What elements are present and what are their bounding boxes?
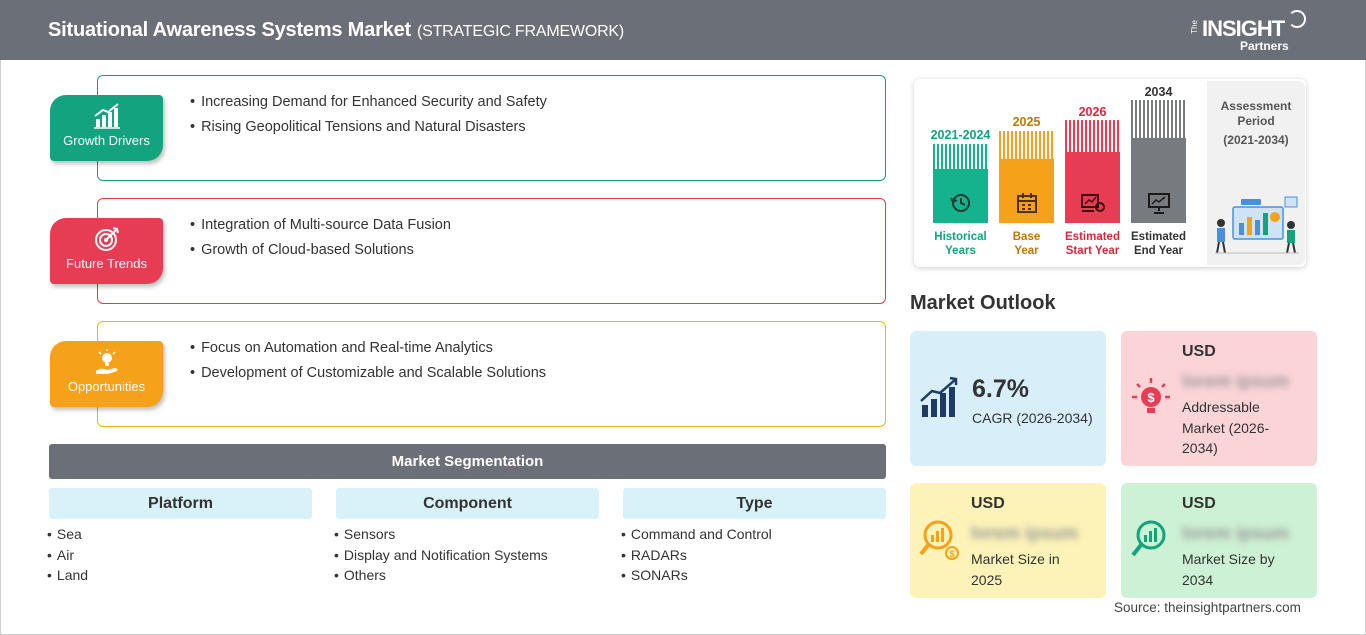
page-subtitle: (STRATEGIC FRAMEWORK) — [416, 23, 625, 40]
market-size-2034-card: USD lorem ipsum Market Size by 2034 — [1121, 483, 1317, 598]
opportunities-box: Focus on Automation and Real-time Analyt… — [97, 321, 886, 427]
column-stripe — [999, 131, 1054, 159]
timeline-label: Base Year — [1012, 231, 1041, 257]
timeline-label: Estimated End Year — [1131, 231, 1186, 257]
list-item: Display and Notification Systems — [334, 547, 548, 568]
cagr-value: 6.7% — [972, 375, 1029, 403]
blurred-value: lorem ipsum — [1182, 523, 1290, 543]
column-stripe — [933, 144, 988, 169]
market-size-2025-card: $ USD lorem ipsum Market Size in 2025 — [910, 483, 1106, 598]
magnifier-chart-icon: $ — [919, 520, 959, 560]
type-list: Command and Control RADARs SONARs — [621, 526, 772, 588]
cagr-label: CAGR (2026-2034) — [972, 410, 1093, 426]
list-item: Others — [334, 567, 548, 588]
list-item: Integration of Multi-source Data Fusion — [190, 217, 451, 233]
blurred-value: lorem ipsum — [971, 523, 1079, 543]
segment-head-component: Component — [336, 488, 599, 519]
list-item: Growth of Cloud-based Solutions — [190, 242, 451, 258]
opportunities-tag: Opportunities — [50, 341, 163, 407]
list-item: Air — [47, 547, 88, 568]
market-size-2034-desc: Market Size by 2034 — [1182, 551, 1275, 588]
insight-partners-logo: The INSIGHT Partners — [1190, 10, 1320, 54]
component-list: Sensors Display and Notification Systems… — [334, 526, 548, 588]
timeline-year: 2034 — [1144, 85, 1173, 99]
opportunities-list: Focus on Automation and Real-time Analyt… — [190, 340, 546, 390]
forecast-icon — [1081, 194, 1105, 212]
future-trends-box: Integration of Multi-source Data Fusion … — [97, 198, 886, 304]
list-item: RADARs — [621, 547, 772, 568]
list-item: Focus on Automation and Real-time Analyt… — [190, 340, 546, 356]
column-stripe — [1065, 120, 1120, 152]
bulb-hand-icon — [96, 349, 118, 374]
segment-head-type: Type — [623, 488, 886, 519]
growth-drivers-box: Increasing Demand for Enhanced Security … — [97, 75, 886, 181]
bar-growth-icon — [920, 376, 958, 417]
target-icon — [95, 227, 119, 251]
assessment-title-2: Period — [1237, 114, 1275, 128]
source-text: Source: theinsightpartners.com — [1114, 600, 1301, 615]
currency-label: USD — [1182, 343, 1216, 360]
tag-label: Future Trends — [66, 256, 147, 271]
market-outlook-title: Market Outlook — [910, 292, 1056, 314]
timeline-year: 2025 — [1012, 115, 1041, 129]
assessment-range: (2021-2034) — [1223, 133, 1289, 147]
svg-text:$: $ — [1147, 390, 1155, 405]
list-item: Rising Geopolitical Tensions and Natural… — [190, 119, 547, 135]
dollar-bulb-icon: $ — [1132, 378, 1170, 413]
future-trends-tag: Future Trends — [50, 218, 163, 284]
column-stripe — [1131, 100, 1186, 138]
currency-label: USD — [1182, 495, 1216, 512]
market-size-2025-desc: Market Size in 2025 — [971, 551, 1060, 588]
magnifier-chart-icon — [1131, 520, 1166, 557]
timeline-year: 2026 — [1078, 105, 1107, 119]
growth-drivers-tag: Growth Drivers — [50, 95, 163, 161]
timeline-label: Historical Years — [934, 231, 987, 257]
addressable-desc: Addressable Market (2026- 2034) — [1182, 399, 1270, 456]
assessment-period-panel: Assessment Period (2021-2034) — [1207, 81, 1305, 265]
chart-growth-icon — [94, 103, 120, 129]
platform-list: Sea Air Land — [47, 526, 88, 588]
list-item: Development of Customizable and Scalable… — [190, 365, 546, 381]
segment-head-platform: Platform — [49, 488, 312, 519]
currency-label: USD — [971, 495, 1005, 512]
tag-label: Opportunities — [67, 379, 146, 394]
history-icon — [950, 194, 970, 212]
growth-drivers-list: Increasing Demand for Enhanced Security … — [190, 94, 547, 144]
page-header: Situational Awareness Systems Market(STR… — [0, 0, 1366, 60]
list-item: Sensors — [334, 526, 548, 547]
list-item: Command and Control — [621, 526, 772, 547]
assessment-title: Assessment — [1220, 99, 1292, 113]
calendar-icon — [1017, 193, 1037, 213]
page-title: Situational Awareness Systems Market(STR… — [48, 19, 625, 41]
addressable-market-card: $ USD lorem ipsum Addressable Market (20… — [1121, 331, 1317, 466]
list-item: SONARs — [621, 567, 772, 588]
timeline-year: 2021-2024 — [930, 128, 991, 142]
cagr-card: 6.7% CAGR (2026-2034) — [910, 331, 1106, 466]
list-item: Land — [47, 567, 88, 588]
future-trends-list: Integration of Multi-source Data Fusion … — [190, 217, 451, 267]
timeline-label: Estimated Start Year — [1065, 231, 1120, 257]
list-item: Sea — [47, 526, 88, 547]
blurred-value: lorem ipsum — [1182, 371, 1290, 391]
svg-text:$: $ — [949, 549, 954, 559]
tag-label: Growth Drivers — [63, 133, 150, 148]
logo-arc-icon — [1288, 10, 1306, 28]
presentation-icon — [1148, 193, 1170, 214]
analytics-people-icon — [1215, 196, 1299, 254]
market-segmentation-bar: Market Segmentation — [49, 444, 886, 479]
list-item: Increasing Demand for Enhanced Security … — [190, 94, 547, 110]
